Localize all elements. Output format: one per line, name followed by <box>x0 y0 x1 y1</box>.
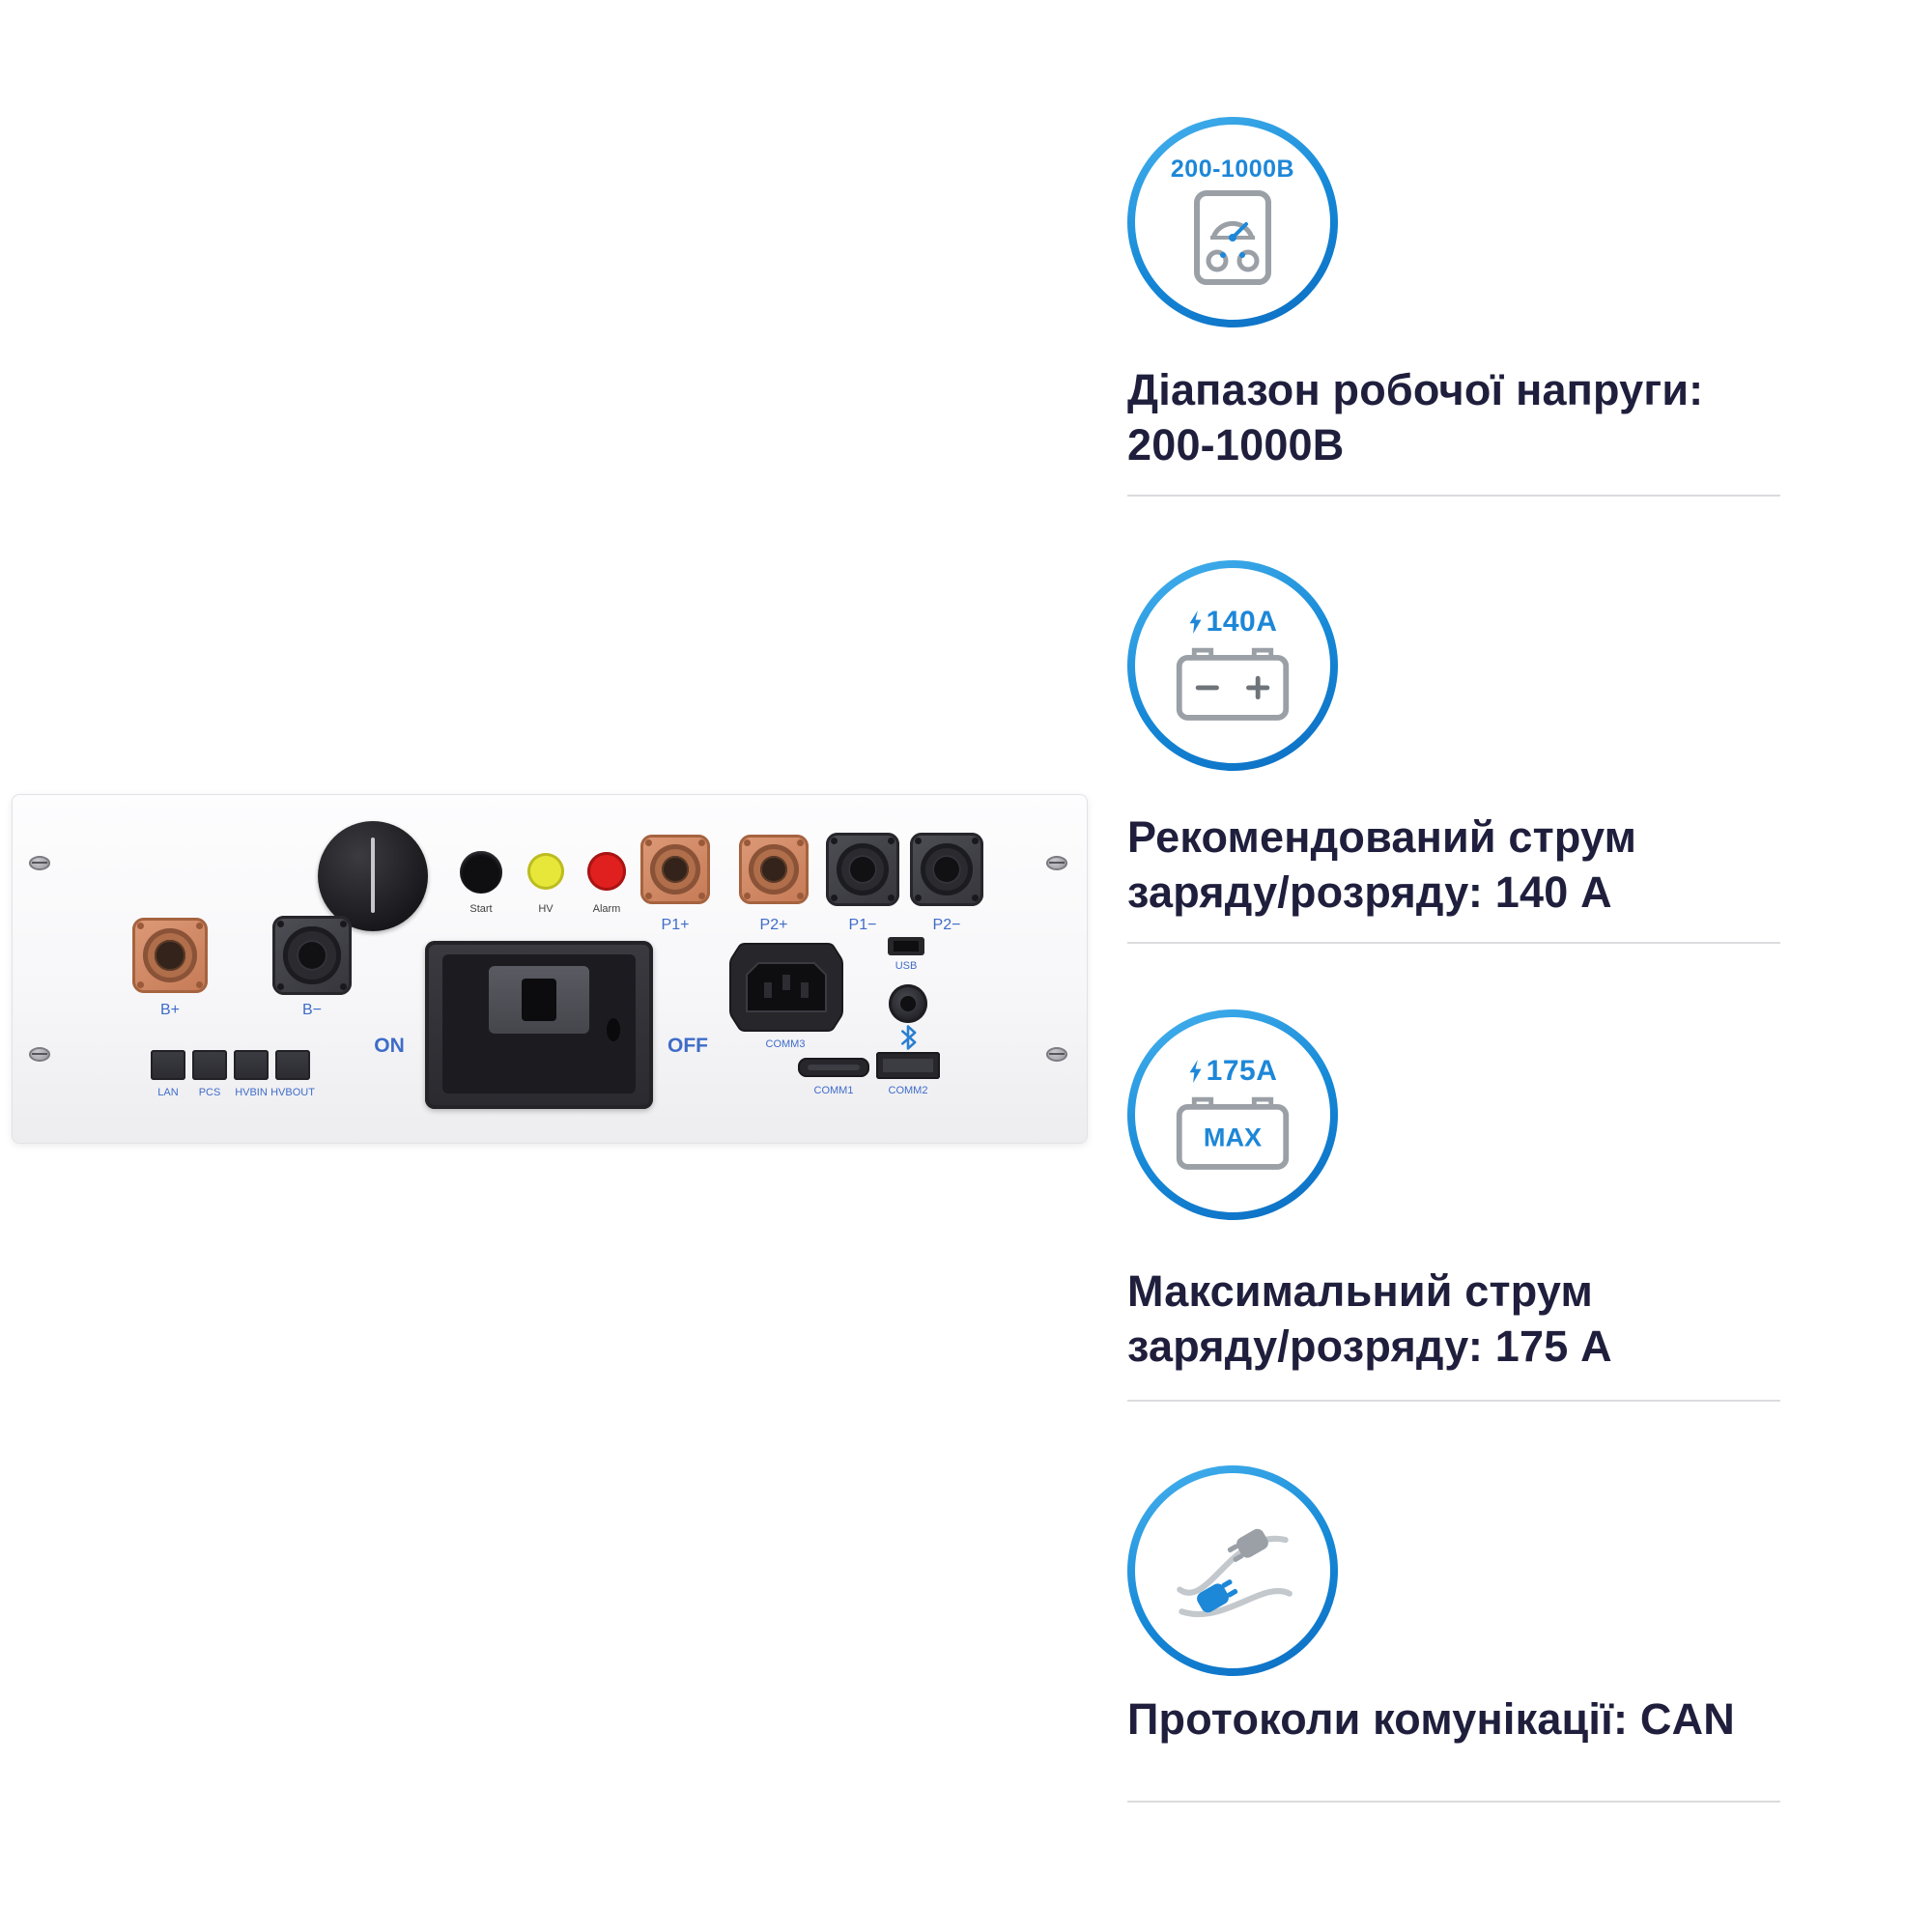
usb-port <box>888 937 924 955</box>
spec-divider <box>1127 495 1780 497</box>
spec-text-recommended-current: Рекомендований струм заряду/розряду: 140… <box>1127 810 1804 920</box>
breaker-lever <box>522 979 556 1021</box>
hv-label: HV <box>538 903 554 915</box>
lan-port <box>151 1050 185 1080</box>
battery-max-label: MAX <box>1204 1122 1262 1152</box>
breaker-plate <box>489 966 589 1034</box>
comm2-port <box>876 1052 940 1079</box>
antenna-connector <box>889 984 927 1023</box>
screw-icon <box>1046 856 1067 870</box>
hv-indicator <box>527 853 564 890</box>
usb-label: USB <box>895 960 918 972</box>
p1-minus-label: P1− <box>848 917 877 933</box>
hvbout-label: HVBOUT <box>270 1087 315 1098</box>
comm1-label: COMM1 <box>813 1085 854 1096</box>
spec-line: Максимальний струм <box>1127 1266 1593 1316</box>
start-button <box>460 851 502 894</box>
screw-icon <box>29 856 50 870</box>
pcs-port <box>192 1050 227 1080</box>
spec-line: Протоколи комунікації: CAN <box>1127 1694 1735 1744</box>
spec-text-max-current: Максимальний струм заряду/розряду: 175 А <box>1127 1264 1804 1374</box>
main-breaker <box>425 941 653 1109</box>
battery-glyph <box>1176 647 1290 721</box>
spec-divider <box>1127 1400 1780 1402</box>
charge-current-icon: 140A <box>1127 560 1338 771</box>
terminal-b-plus <box>132 918 208 993</box>
spec-text-protocols: Протоколи комунікації: CAN <box>1127 1691 1804 1747</box>
charge-current-icon-value: 140A <box>1188 606 1278 639</box>
power-inlet <box>729 943 843 1032</box>
rotary-switch-knob <box>318 821 428 931</box>
alarm-indicator <box>587 852 626 891</box>
spec-line: Діапазон робочої напруги: <box>1127 365 1704 414</box>
comm1-port <box>798 1058 869 1077</box>
terminal-p1-plus <box>640 835 710 904</box>
lightning-icon <box>1189 611 1202 634</box>
terminal-p1-minus <box>826 833 899 906</box>
battery-max-glyph: MAX <box>1176 1096 1290 1170</box>
alarm-label: Alarm <box>592 903 621 915</box>
voltage-range-icon: 200-1000В <box>1127 117 1338 327</box>
b-minus-label: B− <box>301 1002 322 1018</box>
b-plus-label: B+ <box>159 1002 180 1018</box>
p1-plus-label: P1+ <box>661 917 690 933</box>
voltmeter-glyph <box>1194 189 1271 285</box>
comm3-label: COMM3 <box>765 1038 806 1050</box>
lightning-icon <box>1189 1060 1202 1083</box>
start-label: Start <box>469 903 493 915</box>
max-current-icon-value: 175A <box>1188 1055 1278 1088</box>
breaker-hole <box>607 1018 620 1041</box>
battery-control-panel: Start HV Alarm P1+ P2+ P1− P2− B+ B− LAN… <box>12 794 1088 1144</box>
spec-text-voltage: Діапазон робочої напруги: 200-1000В <box>1127 362 1804 472</box>
p2-minus-label: P2− <box>932 917 961 933</box>
on-label: ON <box>374 1035 405 1057</box>
voltage-range-icon-value: 200-1000В <box>1170 155 1295 183</box>
spec-line: 200-1000В <box>1127 420 1345 469</box>
max-current-icon: 175A MAX <box>1127 1009 1338 1220</box>
hvbin-port <box>234 1050 269 1080</box>
pcs-label: PCS <box>198 1087 221 1098</box>
plugs-glyph <box>1177 1528 1293 1617</box>
terminal-p2-plus <box>739 835 809 904</box>
screw-icon <box>1046 1047 1067 1062</box>
terminal-b-minus <box>272 916 352 995</box>
spec-line: Рекомендований струм <box>1127 812 1637 862</box>
communication-icon <box>1127 1465 1338 1676</box>
hvbin-label: HVBIN <box>235 1087 268 1098</box>
spec-line: заряду/розряду: 140 А <box>1127 867 1612 917</box>
spec-line: заряду/розряду: 175 А <box>1127 1321 1612 1371</box>
comm2-label: COMM2 <box>888 1085 928 1096</box>
screw-icon <box>29 1047 50 1062</box>
spec-divider <box>1127 942 1780 944</box>
breaker-face <box>442 954 636 1094</box>
p2-plus-label: P2+ <box>759 917 788 933</box>
spec-divider <box>1127 1801 1780 1803</box>
bluetooth-icon <box>901 1025 917 1050</box>
off-label: OFF <box>668 1035 708 1057</box>
lan-label: LAN <box>157 1087 179 1098</box>
hvbout-port <box>275 1050 310 1080</box>
terminal-p2-minus <box>910 833 983 906</box>
